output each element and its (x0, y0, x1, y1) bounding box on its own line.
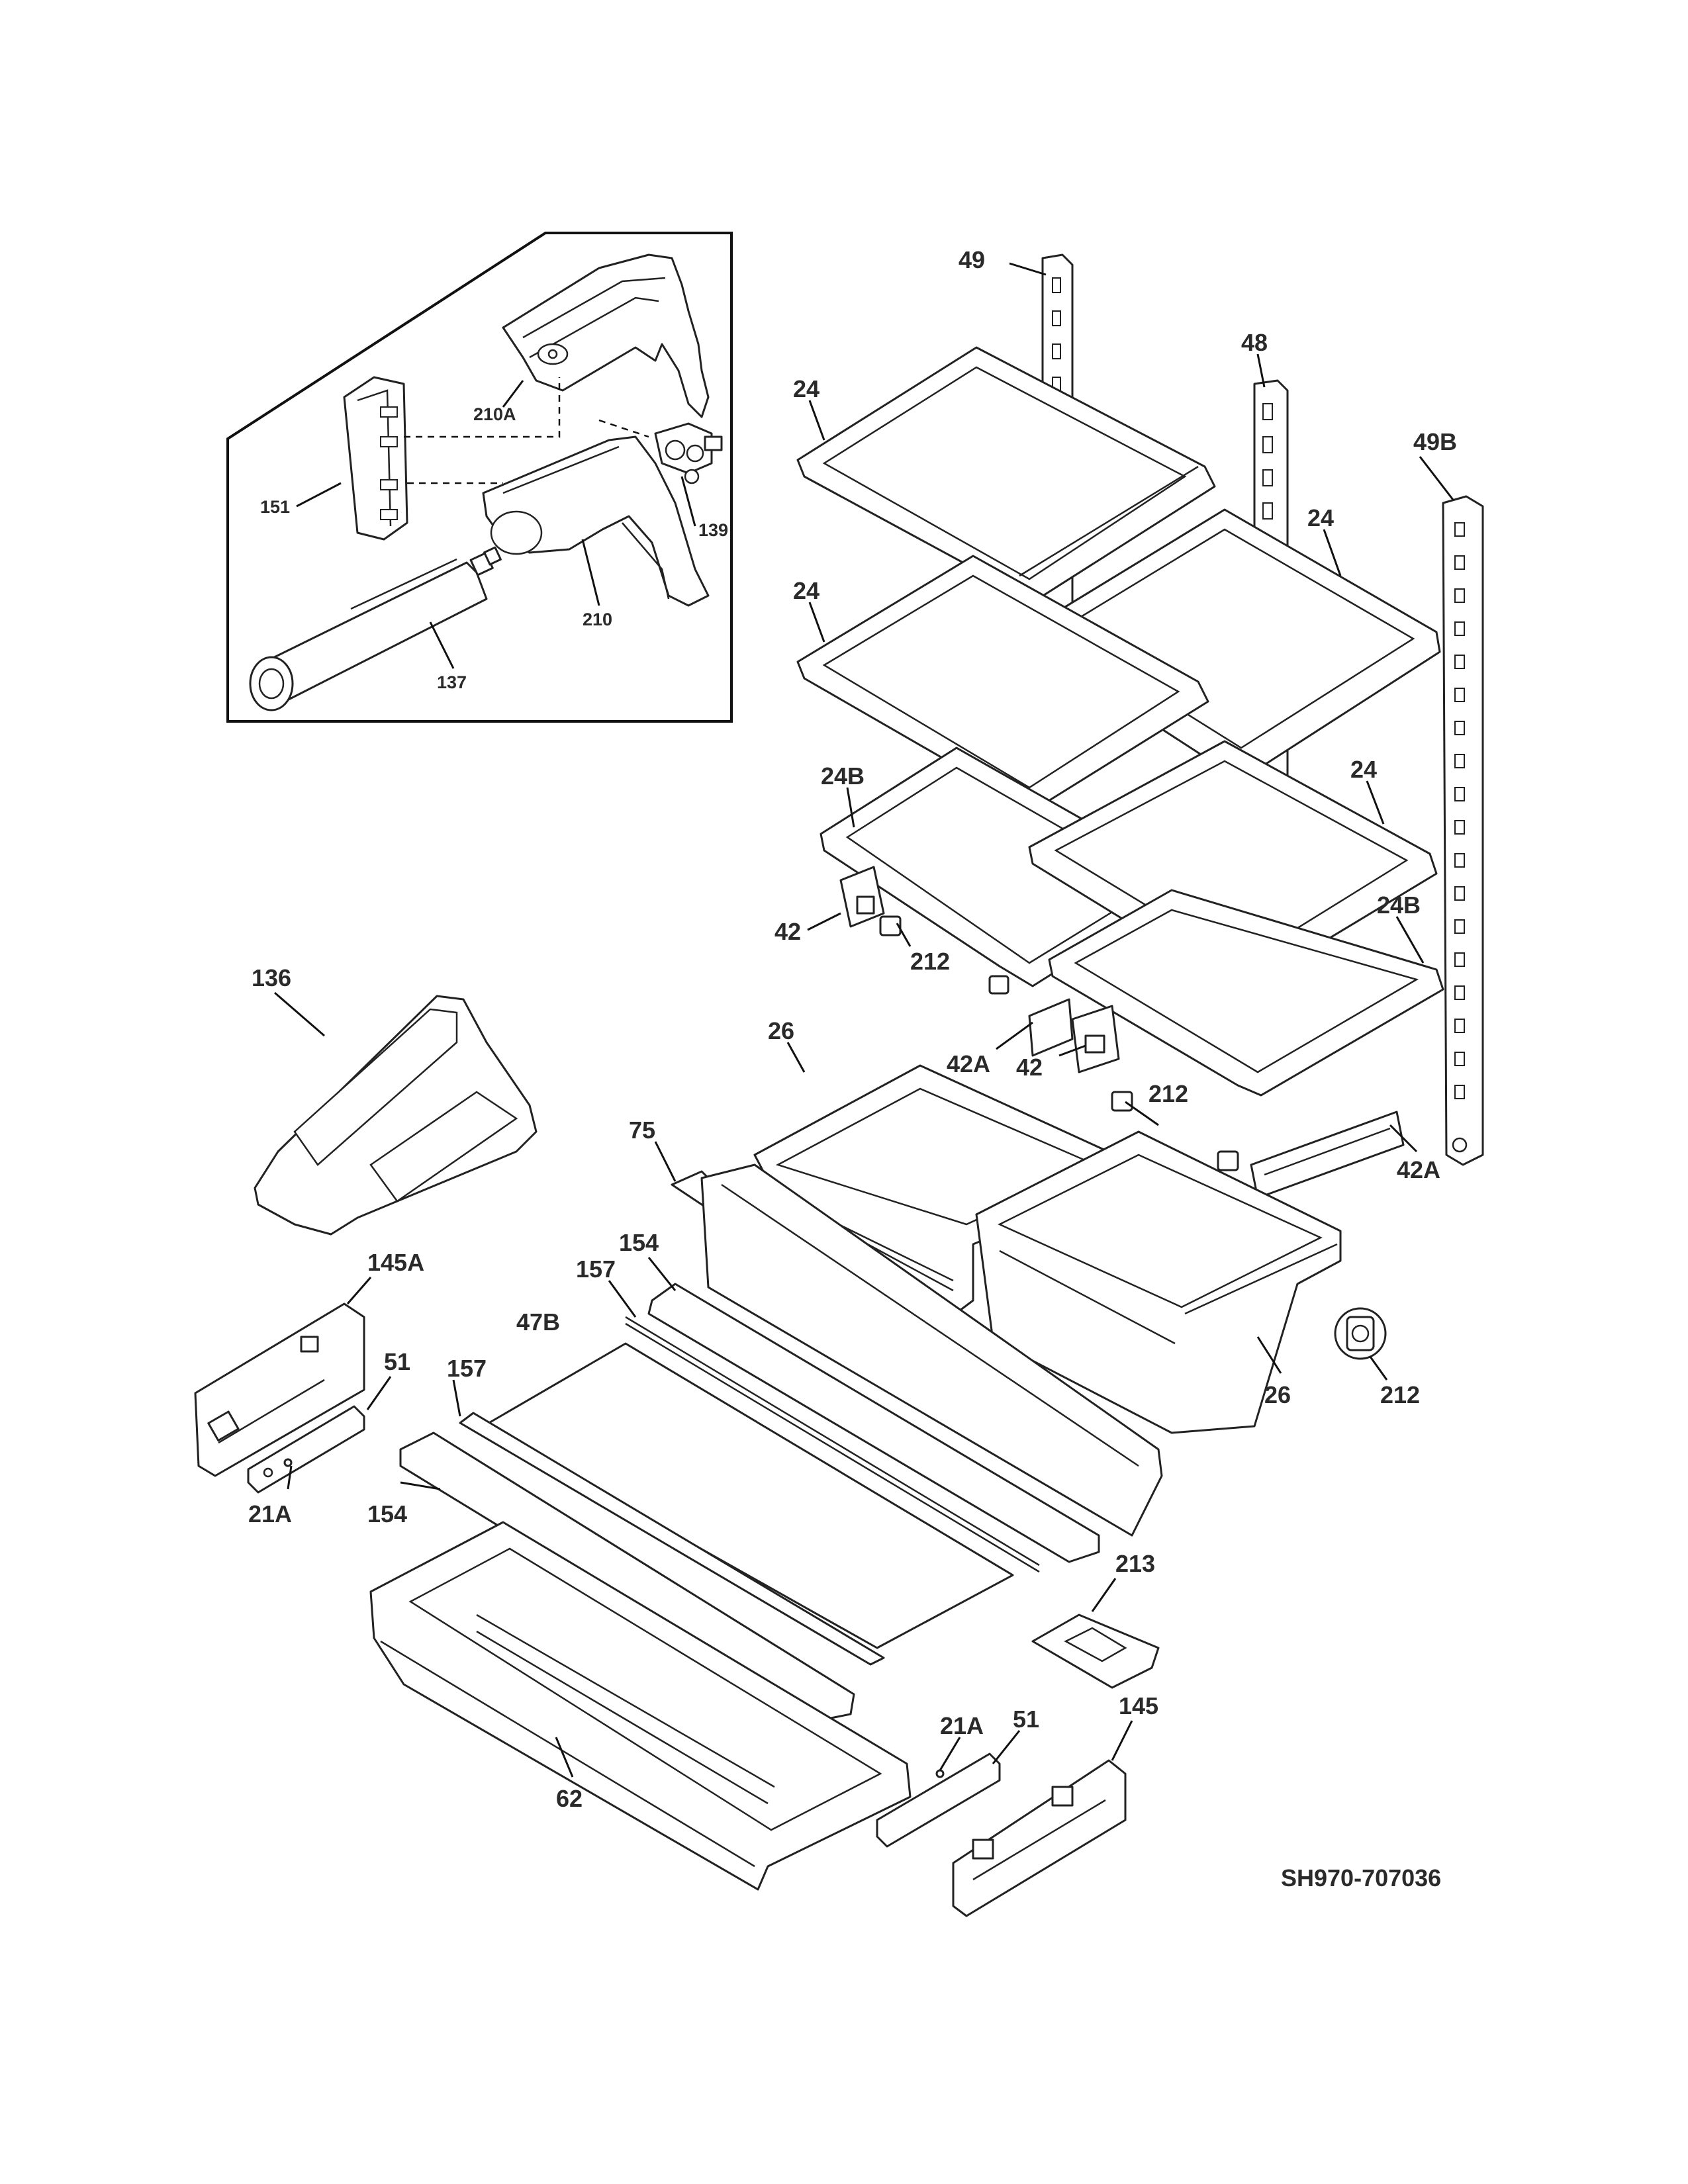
label-24b-b: 24B (1377, 891, 1421, 919)
label-145a: 145A (367, 1249, 424, 1276)
clip-213[interactable] (1031, 1614, 1160, 1689)
filter-cover-210a[interactable] (502, 253, 710, 418)
cover-75[interactable] (671, 1163, 1163, 1537)
label-48: 48 (1241, 329, 1268, 356)
filter-housing-210[interactable] (482, 435, 710, 607)
shelf-24-top-left[interactable] (796, 346, 1216, 604)
label-24-a: 24 (793, 375, 820, 402)
label-49b: 49B (1413, 428, 1457, 455)
label-42a-b: 42A (1397, 1156, 1440, 1183)
label-24-b: 24 (1307, 504, 1334, 531)
shelf-ladder-49b[interactable] (1442, 495, 1484, 1166)
label-212-b: 212 (1149, 1080, 1188, 1107)
label-42-a: 42 (774, 918, 801, 945)
bracket-42a-right[interactable] (1250, 1111, 1405, 1199)
label-24-c: 24 (793, 577, 820, 604)
label-145: 145 (1119, 1692, 1158, 1719)
clip-212-b[interactable] (988, 975, 1009, 995)
filter-panel-151[interactable] (343, 376, 408, 541)
label-26-a: 26 (768, 1017, 794, 1044)
seal-157-upper[interactable] (625, 1316, 1040, 1573)
bracket-42a-left[interactable] (1028, 998, 1074, 1057)
cover-47b[interactable] (482, 1342, 1014, 1649)
screw-21a-right[interactable] (935, 1769, 945, 1778)
label-42a-a: 42A (947, 1050, 990, 1077)
seal-157-lower[interactable] (459, 1412, 885, 1666)
label-210: 210 (583, 610, 612, 629)
label-51-b: 51 (1013, 1706, 1039, 1733)
bracket-42-right[interactable] (1071, 1005, 1120, 1073)
label-42-b: 42 (1016, 1054, 1043, 1081)
clip-212-roller[interactable] (1334, 1307, 1387, 1360)
shelf-24-mid-left[interactable] (796, 555, 1209, 812)
diagram-code: SH970-707036 (1281, 1864, 1441, 1891)
label-47b: 47B (516, 1308, 560, 1336)
filter-cartridge-137[interactable] (249, 546, 502, 711)
bracket-42-left[interactable] (839, 866, 885, 928)
shelf-24b-bottom-right[interactable] (1048, 889, 1444, 1097)
label-213: 213 (1115, 1550, 1155, 1577)
label-75: 75 (629, 1116, 655, 1144)
clip-212-d[interactable] (1217, 1150, 1239, 1171)
label-154-b: 154 (367, 1500, 407, 1527)
label-136: 136 (252, 964, 291, 991)
label-24b-a: 24B (821, 762, 865, 790)
label-62: 62 (556, 1785, 583, 1812)
screw-21a-left[interactable] (283, 1458, 293, 1467)
label-157-a: 157 (576, 1255, 616, 1283)
leader-lines (274, 262, 1454, 1778)
inset-frame (226, 232, 733, 723)
label-26-b: 26 (1264, 1381, 1291, 1408)
callout-labels: 49 48 49B 24 24 24 24 24B 24B 42 212 42A… (248, 246, 1457, 1812)
drawer-62[interactable] (369, 1521, 912, 1891)
label-21a-a: 21A (248, 1500, 292, 1527)
slide-cover-145[interactable] (952, 1759, 1127, 1917)
shelf-24-lower-right[interactable] (1028, 740, 1438, 991)
label-137: 137 (437, 672, 467, 692)
label-51-a: 51 (384, 1348, 410, 1375)
label-154-a: 154 (619, 1229, 659, 1256)
label-212-a: 212 (910, 948, 950, 975)
slide-cover-145a[interactable] (194, 1302, 365, 1477)
label-212-c: 212 (1380, 1381, 1420, 1408)
rail-154-upper[interactable] (647, 1283, 1100, 1563)
label-24-d: 24 (1350, 756, 1377, 783)
pan-136[interactable] (254, 995, 538, 1236)
clip-212-a[interactable] (879, 915, 902, 936)
clip-212-c[interactable] (1111, 1091, 1133, 1112)
label-21a-b: 21A (940, 1712, 984, 1739)
label-210a: 210A (473, 404, 516, 424)
water-filter-inset (226, 232, 733, 723)
valve-139[interactable] (654, 422, 723, 484)
label-157-b: 157 (447, 1355, 487, 1382)
rail-154-lower[interactable] (399, 1432, 855, 1722)
crisper-drawer-26-right[interactable] (975, 1130, 1342, 1434)
slide-rail-51-left[interactable] (247, 1405, 365, 1494)
label-151: 151 (260, 497, 290, 517)
label-49: 49 (959, 246, 985, 273)
label-139: 139 (698, 520, 728, 540)
slide-rail-51-right[interactable] (876, 1752, 1001, 1848)
